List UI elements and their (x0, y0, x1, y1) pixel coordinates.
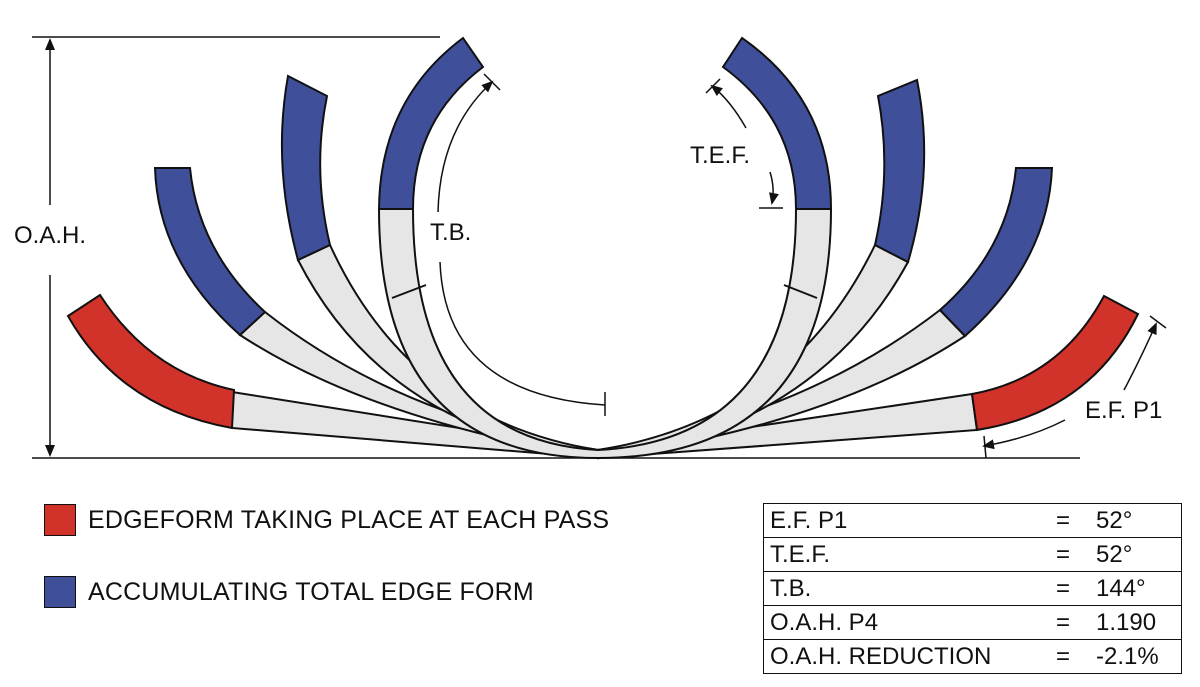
tef-label: T.E.F. (690, 142, 750, 169)
pass-1-edgeform-left (66, 293, 236, 430)
legend-label-accumulating: ACCUMULATING TOTAL EDGE FORM (88, 577, 534, 606)
tef-arc-lower (769, 171, 779, 205)
pass-2-accumulating-right (938, 167, 1054, 338)
stats-label: O.A.H. REDUCTION (763, 639, 1050, 674)
pass-3-accumulating-right (873, 78, 926, 264)
tb-tick-start (483, 73, 501, 91)
stats-row-tef: T.E.F. = 52° (763, 537, 1182, 572)
tb-arc-upper (437, 80, 494, 213)
stats-equals: = (1050, 571, 1096, 606)
stats-value: 52° (1096, 503, 1182, 538)
stats-value: 1.190 (1096, 605, 1182, 640)
stats-equals: = (1050, 639, 1096, 674)
stats-value: 52° (1096, 537, 1182, 572)
oah-label: O.A.H. (14, 222, 86, 249)
tef-arc-upper (710, 84, 747, 129)
efp1-label: E.F. P1 (1085, 397, 1162, 424)
pass-4-divider-left (391, 284, 427, 299)
stats-label: O.A.H. P4 (763, 605, 1050, 640)
tef-tick-top (705, 78, 721, 94)
legend-item-edgeform: EDGEFORM TAKING PLACE AT EACH PASS (44, 500, 744, 540)
stats-row-oah-reduction: O.A.H. REDUCTION = -2.1% (763, 639, 1182, 674)
stats-row-tb: T.B. = 144° (763, 571, 1182, 606)
legend: EDGEFORM TAKING PLACE AT EACH PASS ACCUM… (44, 500, 744, 644)
tb-arc-lower (439, 261, 606, 406)
pass-4-divider-right (783, 284, 818, 299)
stats-label: T.B. (763, 571, 1050, 606)
stats-label: E.F. P1 (763, 503, 1050, 538)
stats-label: T.E.F. (763, 537, 1050, 572)
pass-1-edgeform-right (970, 294, 1140, 432)
stats-value: 144° (1096, 571, 1182, 606)
stats-equals: = (1050, 605, 1096, 640)
efp1-tick-bottom (983, 435, 987, 459)
pass-3-accumulating-left (280, 74, 332, 262)
pass-2-profile (153, 167, 1054, 460)
stats-equals: = (1050, 503, 1096, 538)
roll-forming-diagram: O.A.H. T.B. T.E.F. E.F. P1 (14, 36, 1167, 460)
pass-2-accumulating-left (153, 167, 267, 337)
efp1-arc-lower (982, 419, 1066, 450)
efp1-arc-upper (1123, 322, 1157, 391)
pass-4-accumulating-right (721, 36, 833, 210)
legend-swatch-edgeform (44, 504, 76, 536)
pass-4-profile (377, 36, 833, 460)
tb-label: T.B. (430, 219, 471, 246)
pass-4-accumulating-left (377, 36, 485, 210)
legend-item-accumulating: ACCUMULATING TOTAL EDGE FORM (44, 572, 744, 612)
stats-row-oah-p4: O.A.H. P4 = 1.190 (763, 605, 1182, 640)
legend-swatch-accumulating (44, 576, 76, 608)
stats-equals: = (1050, 537, 1096, 572)
stats-value: -2.1% (1096, 639, 1182, 674)
legend-label-edgeform: EDGEFORM TAKING PLACE AT EACH PASS (88, 505, 610, 534)
stats-table: E.F. P1 = 52° T.E.F. = 52° T.B. = 144° O… (763, 503, 1182, 674)
efp1-tick-top (1149, 315, 1167, 329)
stats-row-efp1: E.F. P1 = 52° (763, 503, 1182, 538)
